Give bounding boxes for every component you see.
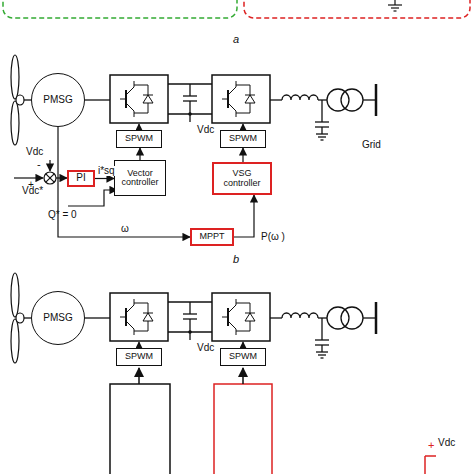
power-stage-b: [11, 55, 376, 145]
signal-label: a: [233, 34, 239, 45]
edge-label: i*sq: [97, 166, 116, 176]
signal-label: Q* = 0: [48, 210, 77, 220]
signal-connector: [234, 195, 254, 237]
signal-connector: [139, 148, 140, 160]
control-wiring: [14, 160, 117, 206]
edge-label: ω: [120, 224, 130, 234]
spwm-box: SPWM: [220, 130, 266, 148]
spwm-box: SPWM: [220, 348, 266, 366]
signal-label: Grid: [362, 140, 381, 150]
node-text: PMSG: [43, 95, 72, 106]
signal-label: Vdc: [197, 343, 214, 353]
signal-connector: [95, 178, 114, 179]
signal-label: Vdc*: [22, 186, 43, 196]
green-dashed-frame: [3, 0, 237, 18]
node-text: SPWM: [125, 134, 153, 143]
edge-label: P(ω ): [260, 232, 286, 242]
spwm-box: SPWM: [116, 130, 162, 148]
signal-label: -: [37, 159, 41, 170]
node-text: PI: [76, 173, 85, 184]
node-text: SPWM: [229, 134, 257, 143]
signal-connector: [58, 127, 190, 237]
node-text: MPPT: [199, 232, 224, 241]
node-text: SPWM: [125, 352, 153, 361]
generator-circle: PMSG: [31, 73, 85, 127]
signal-connector: [242, 148, 243, 162]
red-dashed-frame: [244, 0, 470, 18]
node-text: VSG controller: [214, 169, 270, 188]
signal-label: Vdc: [197, 125, 214, 135]
signal-label: Vdc: [26, 147, 43, 157]
node-text: PMSG: [43, 313, 72, 324]
generator-circle: PMSG: [31, 291, 85, 345]
pi-block: PI: [67, 170, 95, 187]
signal-label: Vdc: [438, 438, 455, 448]
vector-controller-box: Vector controller: [114, 160, 166, 196]
mppt-box: MPPT: [190, 228, 234, 246]
node-text: SPWM: [229, 352, 257, 361]
signal-label: b: [233, 254, 239, 265]
spwm-box: SPWM: [116, 348, 162, 366]
power-stage-c: [11, 273, 376, 363]
lower-blocks-c: [110, 368, 436, 474]
vsg-controller-box: VSG controller: [212, 162, 272, 195]
signal-label: +: [428, 440, 434, 451]
node-text: Vector controller: [115, 169, 165, 188]
ground-symbol: [388, 0, 402, 11]
